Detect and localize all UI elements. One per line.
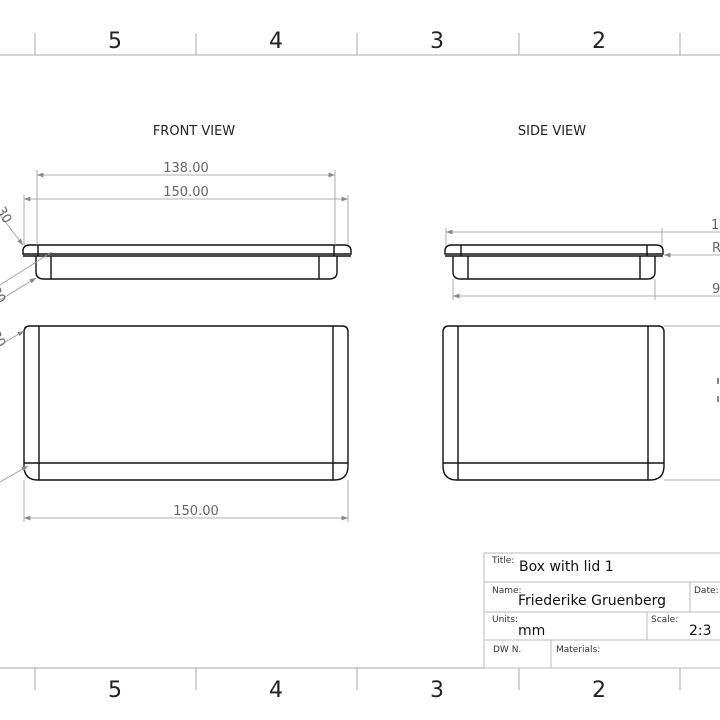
dimension-cropped: 30 — [0, 285, 8, 307]
dimension-150-box: 150.00 — [173, 504, 219, 519]
units-label: Units: — [492, 615, 518, 625]
side-view-label: SIDE VIEW — [518, 124, 586, 139]
front-view-label: FRONT VIEW — [153, 124, 235, 139]
title-label: Title: — [491, 556, 514, 566]
materials-label: Materials: — [556, 645, 600, 655]
name-label: Name: — [492, 586, 522, 596]
author-name: Friederike Gruenberg — [518, 593, 666, 609]
scale-label: Scale: — [651, 615, 678, 625]
dimension-cropped: 30 — [0, 329, 8, 351]
dimension-138: 138.00 — [163, 161, 209, 176]
side-box-view — [442, 325, 720, 481]
drawing-title: Box with lid 1 — [519, 559, 614, 575]
zone-label: 2 — [592, 29, 606, 54]
side-lid-view — [444, 228, 720, 300]
scale-value: 2:3 — [689, 623, 712, 639]
title-block — [483, 552, 720, 669]
dimension-150-lid: 150.00 — [163, 185, 209, 200]
drawing-border: 5 4 3 2 5 4 3 2 — [0, 29, 720, 703]
zone-label: 4 — [269, 678, 283, 703]
zone-label: 3 — [430, 29, 444, 54]
dimension-cropped: 1 — [711, 218, 719, 233]
date-label: Date: — [694, 586, 719, 596]
zone-label: 5 — [108, 29, 122, 54]
front-lid-view — [0, 170, 352, 301]
dimension-cropped: R — [712, 241, 720, 256]
dimension-cropped: 30 — [0, 205, 14, 227]
zone-label: 3 — [430, 678, 444, 703]
zone-label: 2 — [592, 678, 606, 703]
units-value: mm — [518, 623, 545, 639]
zone-label: 4 — [269, 29, 283, 54]
zone-label: 5 — [108, 678, 122, 703]
front-box-view — [0, 325, 349, 522]
drawing-number-label: DW N. — [493, 645, 521, 655]
dimension-cropped: 9 — [712, 282, 720, 297]
